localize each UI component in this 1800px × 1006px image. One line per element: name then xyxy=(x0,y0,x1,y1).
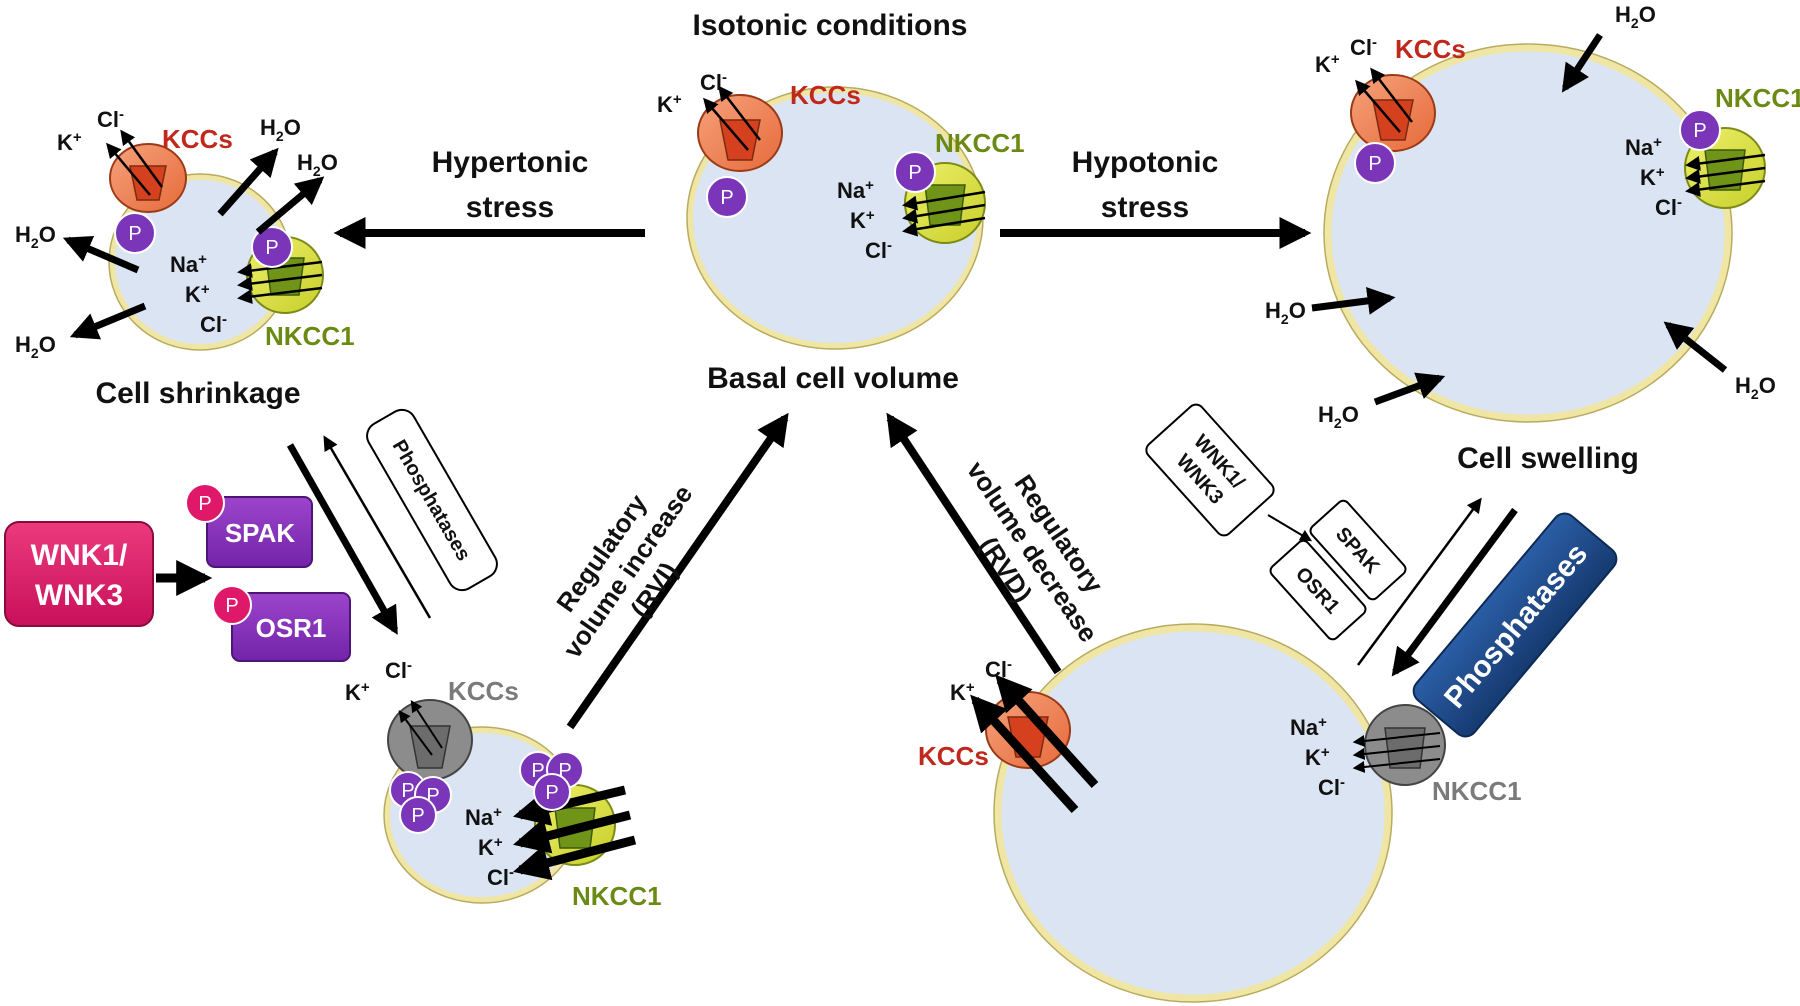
hypotonic-label-1: Hypotonic xyxy=(1072,146,1219,179)
isotonic-title: Isotonic conditions xyxy=(693,9,968,42)
kcc-transporter xyxy=(106,129,187,213)
water-efflux-arrow xyxy=(62,235,140,274)
cl-label: Cl- xyxy=(865,237,892,263)
kcc-transporter xyxy=(697,85,783,172)
kcc-transporter-inactive xyxy=(387,699,473,781)
swelling-title: Cell swelling xyxy=(1457,442,1639,475)
cl-label: Cl- xyxy=(385,657,412,683)
phospho-site xyxy=(533,773,571,811)
kcc-label: KCCs xyxy=(1395,34,1466,64)
water-label: H2O xyxy=(297,150,338,179)
osr1-label: OSR1 xyxy=(256,613,327,643)
rvi-arrow xyxy=(566,412,789,730)
k-label: K+ xyxy=(57,129,82,155)
kcc-label: KCCs xyxy=(918,741,989,771)
water-label: H2O xyxy=(15,332,56,361)
nkcc-transporter-active xyxy=(512,784,637,881)
phospho-site xyxy=(1679,109,1721,151)
wnk-label-1: WNK1/ xyxy=(31,539,128,572)
phospho-site xyxy=(212,585,252,625)
phospho-label: P xyxy=(908,162,921,184)
spak-label: SPAK xyxy=(225,518,296,548)
wnk-label-2: WNK3 xyxy=(35,579,123,612)
hypotonic-label-2: stress xyxy=(1101,191,1189,224)
basal-title: Basal cell volume xyxy=(707,362,959,395)
water-efflux-arrow xyxy=(217,147,279,217)
nkcc-label: NKCC1 xyxy=(572,881,662,911)
wnk-box-right: WNK1/ WNK3 xyxy=(1145,403,1275,537)
phosphatases-box-right: Phosphatases xyxy=(1412,512,1618,738)
k-label: K+ xyxy=(345,679,370,705)
nkcc-transporter-inactive xyxy=(1352,704,1446,786)
hypertonic-label-1: Hypertonic xyxy=(432,146,589,179)
water-label: H2O xyxy=(1265,298,1306,327)
phospho-label: P xyxy=(225,595,238,617)
water-label: H2O xyxy=(1735,373,1776,402)
water-influx-arrow xyxy=(1311,286,1396,315)
phospho-label: P xyxy=(720,187,733,209)
phospho-label: P xyxy=(411,805,424,827)
water-influx-arrow xyxy=(1561,33,1603,93)
k-label: K+ xyxy=(657,91,682,117)
phospho-site xyxy=(114,212,156,254)
water-influx-arrow xyxy=(1663,321,1728,373)
water-influx-arrow xyxy=(1373,372,1446,406)
kcc-transporter-active xyxy=(970,674,1099,814)
phospho-label: P xyxy=(545,782,558,804)
osr1-box-right: OSR1 xyxy=(1269,539,1367,641)
nkcc-label: NKCC1 xyxy=(265,321,355,351)
shrinkage-equilibrium-arrows xyxy=(286,435,432,635)
rvd-arrow xyxy=(886,412,1062,675)
phospho-label: P xyxy=(1368,153,1381,175)
phospho-site xyxy=(185,483,225,523)
water-label: H2O xyxy=(15,222,56,251)
cl-label: Cl- xyxy=(985,656,1012,682)
kcc-label: KCCs xyxy=(790,80,861,110)
wnk-activation-arrow xyxy=(1267,514,1313,542)
phospho-site xyxy=(1354,142,1396,184)
phospho-label: P xyxy=(265,237,278,259)
nkcc-label: NKCC1 xyxy=(935,128,1025,158)
shrunken-cell: P KCCs Cl- K+ P NKCC1 Na+ K+ Cl- H2O H2O… xyxy=(15,106,355,361)
phospho-label: P xyxy=(401,780,414,802)
phospho-site xyxy=(706,176,748,218)
wnk-box-left: WNK1/ WNK3 xyxy=(4,521,154,627)
water-efflux-arrow xyxy=(255,176,325,235)
phosphatases-box-left: Phosphatases xyxy=(366,408,498,592)
water-label: H2O xyxy=(1318,402,1359,431)
kcc-transporter xyxy=(1350,67,1436,152)
basal-cell: P KCCs Cl- K+ P NKCC1 Na+ K+ Cl- xyxy=(657,69,1025,350)
water-efflux-arrow xyxy=(69,302,147,340)
nkcc-label: NKCC1 xyxy=(1432,776,1522,806)
k-label: K+ xyxy=(950,679,975,705)
phospho-label: P xyxy=(128,223,141,245)
nkcc-label: NKCC1 xyxy=(1715,83,1800,113)
shrinkage-title: Cell shrinkage xyxy=(95,377,300,410)
swollen-cell: P KCCs Cl- K+ P NKCC1 Na+ K+ Cl- H2O H2O… xyxy=(1265,2,1800,431)
k-label: K+ xyxy=(1315,51,1340,77)
phospho-site xyxy=(894,151,936,193)
spak-box-left: SPAK P xyxy=(185,483,313,568)
kcc-label: KCCs xyxy=(448,676,519,706)
water-label: H2O xyxy=(1615,2,1656,31)
phospho-label: P xyxy=(198,493,211,515)
phospho-site xyxy=(399,796,437,834)
cl-label: Cl- xyxy=(1350,34,1377,60)
rvi-cell: KCCs Cl- K+ P P P P P P NKCC1 Na+ K+ Cl- xyxy=(345,657,662,911)
water-label: H2O xyxy=(260,115,301,144)
osr1-box-left: OSR1 P xyxy=(212,585,351,662)
swelling-equilibrium-arrows xyxy=(1356,497,1518,677)
phospho-site xyxy=(251,226,293,268)
phospho-label: P xyxy=(1693,120,1706,142)
rvd-cell: KCCs Cl- K+ NKCC1 Na+ K+ Cl- xyxy=(918,623,1522,1003)
kcc-label: KCCs xyxy=(162,124,233,154)
cl-label: Cl- xyxy=(97,106,124,132)
hypertonic-label-2: stress xyxy=(466,191,554,224)
